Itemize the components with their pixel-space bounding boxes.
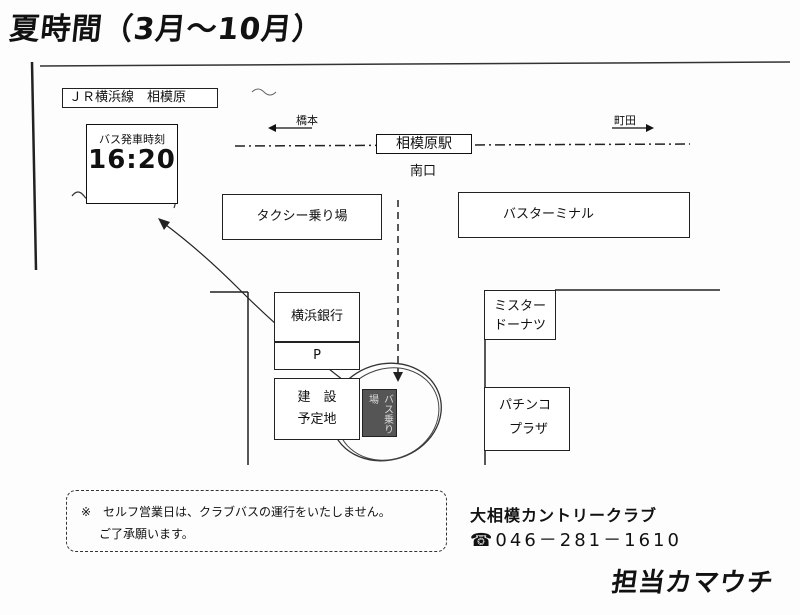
- station-name: 相模原駅: [376, 134, 472, 154]
- bus-terminal: バスターミナル: [458, 192, 690, 238]
- taxi-stand: タクシー乗り場: [222, 194, 382, 240]
- pachinko-label-1: パチンコ: [499, 398, 552, 413]
- bank-label: 横浜銀行: [290, 309, 343, 324]
- construction-site: 建 設 予定地: [274, 378, 360, 440]
- pachinko-plaza: パチンコ プラザ: [484, 387, 570, 451]
- notice-line-2: ご了承願います。: [99, 527, 194, 541]
- donuts-label-2: ドーナツ: [493, 318, 546, 333]
- bus-departure-time: 16:20: [88, 145, 176, 175]
- direction-right-label: 町田: [614, 114, 636, 127]
- direction-left-label: 橋本: [296, 114, 318, 127]
- bus-sign-caption: バス発車時刻: [99, 133, 165, 146]
- jr-line-label: ＪＲ横浜線 相模原: [62, 88, 218, 108]
- bus-departure-sign: バス発車時刻 16:20: [86, 124, 178, 204]
- taxi-stand-label: タクシー乗り場: [256, 209, 348, 224]
- bus-terminal-label: バスターミナル: [503, 207, 595, 222]
- bus-stop: バス乗り場: [362, 389, 397, 437]
- club-name: 大相模カントリークラブ: [470, 506, 658, 525]
- staff-signature: 担当カマウチ: [609, 568, 776, 598]
- donuts-label-1: ミスター: [493, 299, 546, 314]
- construction-label-2: 予定地: [297, 412, 337, 427]
- station-exit: 南口: [410, 164, 437, 179]
- bus-stop-label: バス乗り場: [366, 394, 393, 434]
- pachinko-label-2: プラザ: [509, 422, 549, 437]
- club-phone: ☎046－281－1610: [470, 530, 682, 551]
- notice-line-1: ※ セルフ営業日は、クラブバスの運行をいたしません。: [81, 505, 391, 519]
- construction-label-1: 建 設: [297, 390, 337, 405]
- parking-label: P: [313, 348, 321, 363]
- notice-box: ※ セルフ営業日は、クラブバスの運行をいたしません。 ご了承願います。: [66, 490, 447, 552]
- yokohama-bank: 横浜銀行: [274, 292, 360, 342]
- parking-lot: P: [274, 342, 360, 370]
- mister-donut: ミスター ドーナツ: [484, 290, 556, 340]
